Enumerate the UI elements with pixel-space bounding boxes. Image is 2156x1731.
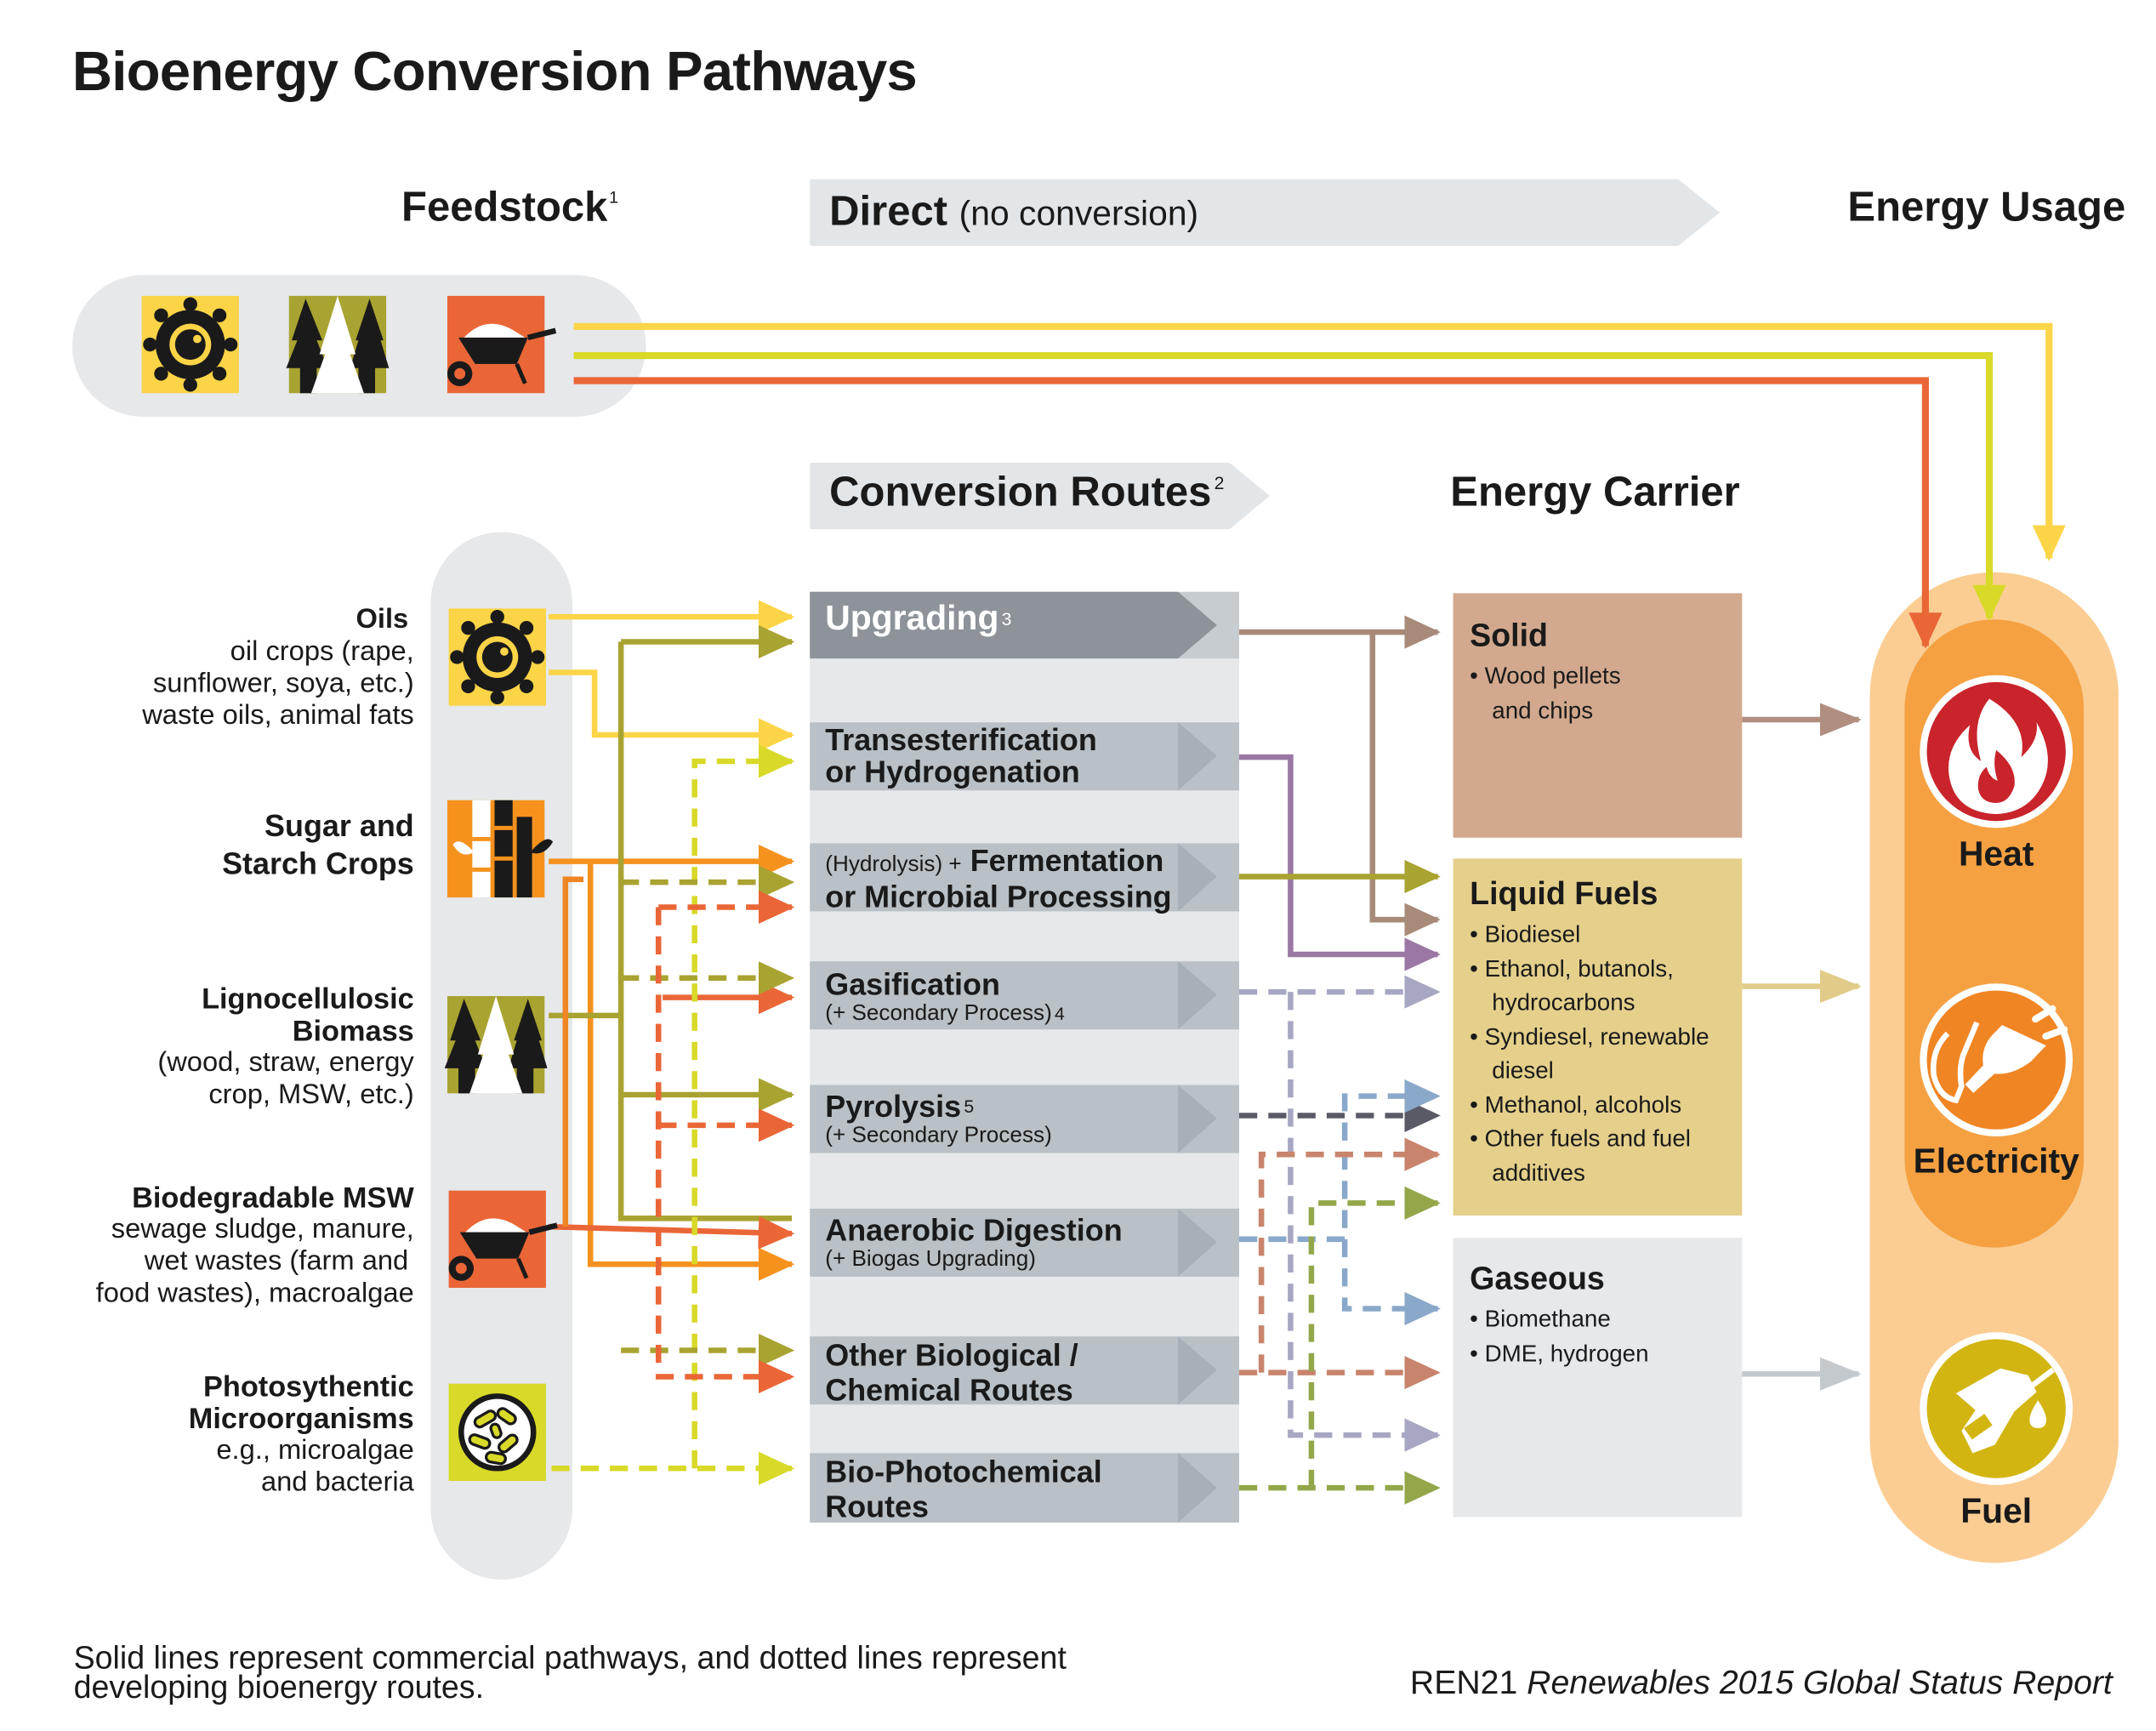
legend-footnote: Solid lines represent commercial pathway… [73, 1639, 1067, 1705]
direct-banner-label: Direct (no conversion) [829, 189, 1199, 236]
carrier-gaseous: Gaseous • Biomethane • DME, hydrogen [1470, 1260, 1649, 1367]
conversion-routes-footnote-ref: 2 [1214, 472, 1225, 493]
usage-electricity-label: Electricity [1913, 1142, 2079, 1182]
feedstock-micro-label: Photosythentic Microorganisms e.g., micr… [188, 1370, 414, 1498]
energy-carrier-header: Energy Carrier [1450, 470, 1740, 515]
route-fermentation: (Hydrolysis) + Fermentation or Microbial… [825, 843, 1172, 914]
usage-fuel-label: Fuel [1960, 1492, 2033, 1531]
microalgae-icon [448, 1383, 546, 1481]
liquid-carrier-box [1453, 858, 1743, 1216]
electricity-icon [1920, 983, 2074, 1136]
gaseous-carrier-box [1453, 1238, 1743, 1517]
carrier-liquid: Liquid Fuels • Biodiesel • Ethanol, buta… [1470, 874, 1709, 1186]
solid-carrier-box [1453, 593, 1743, 838]
route-other-biological: Other Biological / Chemical Routes [825, 1337, 1078, 1408]
carrier-to-usage-lines [1742, 703, 1862, 1391]
route-bio-photochemical: Bio-Photochemical Routes [825, 1454, 1102, 1524]
route-anaerobic-digestion: Anaerobic Digestion (+ Biogas Upgrading) [825, 1212, 1123, 1272]
feedstock-to-route-lines [549, 600, 795, 1281]
feedstock-sugar-label: Sugar and Starch Crops [222, 808, 414, 881]
fuel-icon [1920, 1332, 2074, 1485]
feedstock-msw-label: Biodegradable MSW sewage sludge, manure,… [95, 1182, 414, 1309]
feedstock-ligno-label: Lignocellulosic Biomass (wood, straw, en… [157, 983, 414, 1110]
trees-icon-direct [286, 295, 390, 394]
page-title: Bioenergy Conversion Pathways [71, 41, 918, 103]
direct-banner [810, 179, 1721, 247]
feedstock-footnote-ref: 1 [609, 187, 618, 208]
conversion-routes-banner [810, 462, 1270, 530]
heat-icon [1920, 675, 2074, 828]
carrier-solid: Solid • Wood pellets and chips [1470, 617, 1621, 724]
route-transesterification: Transesterification or Hydrogenation [825, 722, 1097, 789]
route-gasification: Gasification (+ Secondary Process)4 [825, 966, 1065, 1026]
usage-heat-label: Heat [1958, 834, 2034, 874]
sunflower-icon-direct [141, 295, 239, 394]
route-boxes [810, 591, 1239, 1523]
feedstock-oils-label: Oils oil crops (rape, sunflower, soya, e… [142, 604, 414, 732]
trees-icon [444, 996, 548, 1094]
route-to-carrier-dashed-lines [1238, 975, 1441, 1505]
route-to-carrier-lines [1238, 615, 1441, 971]
wheelbarrow-icon-direct [447, 295, 557, 394]
wheelbarrow-icon [448, 1190, 558, 1288]
direct-lines [573, 322, 2066, 649]
direct-banner-sub: (no conversion) [959, 194, 1199, 234]
sunflower-icon [448, 608, 546, 706]
energy-usage-header: Energy Usage [1847, 185, 2126, 231]
source-credit: REN21 Renewables 2015 Global Status Repo… [1409, 1664, 2113, 1702]
feedstock-dashed-lines [551, 744, 795, 1485]
sugarcane-icon [447, 800, 554, 898]
